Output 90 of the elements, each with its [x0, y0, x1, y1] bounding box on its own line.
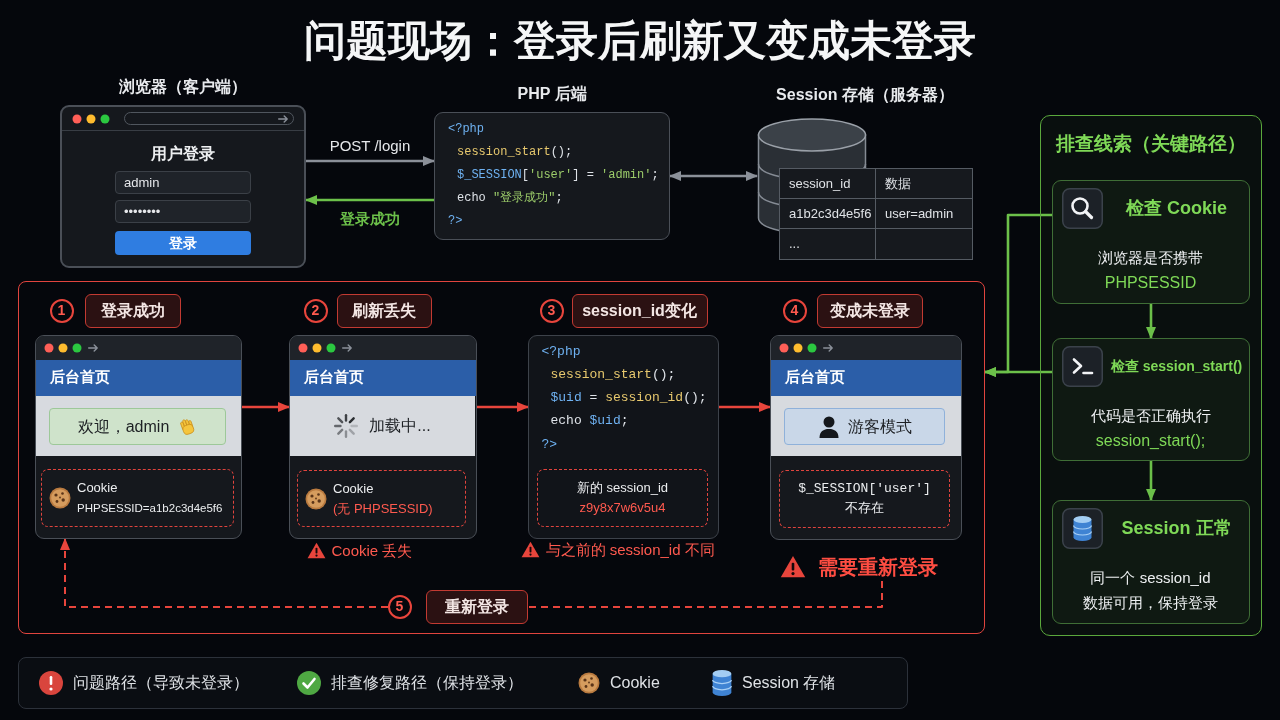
arrow [1146, 461, 1156, 501]
dashed-arrow [60, 538, 389, 608]
step-number: 5 [387, 594, 412, 619]
section-heading: PHP 后端 [517, 84, 587, 104]
section-heading: Session 存储（服务器） [776, 85, 954, 105]
dashed-line [527, 580, 883, 608]
code-line: echo $uid; [550, 412, 629, 431]
code-line: $uid = session_id(); [550, 389, 707, 408]
card-text: 浏览器是否携带 [1098, 247, 1203, 268]
loading-text: 加载中... [369, 415, 431, 436]
card-text: PHPSESSID [1104, 272, 1197, 293]
arrow [242, 402, 290, 412]
page-header: 后台首页 [289, 359, 476, 396]
table-cell: ... [780, 229, 876, 259]
table-cell: 数据 [876, 169, 972, 199]
side-panel [1040, 115, 1262, 636]
message-text: 欢迎，admin [77, 416, 170, 437]
step-number: 1 [49, 298, 74, 323]
note-text: Cookie [77, 479, 118, 497]
step-title: 重新登录 [425, 589, 528, 624]
page-header: 后台首页 [35, 359, 241, 396]
legend-text: 排查修复路径（保持登录） [331, 673, 523, 693]
code-line: <?php [541, 342, 581, 361]
arrow [669, 171, 758, 181]
card-text: 同一个 session_id [1090, 567, 1211, 588]
card-title: 检查 Cookie [1126, 196, 1227, 220]
card-text: session_start(); [1095, 430, 1206, 451]
code-window [527, 334, 719, 539]
note-text: 新的 session_id [576, 479, 668, 497]
welcome-message-box [49, 408, 226, 445]
legend-text: Session 存储 [742, 673, 836, 693]
code-line: ?> [541, 435, 558, 454]
legend-text: Cookie [610, 673, 660, 693]
warning-text: 与之前的 session_id 不同 [545, 539, 715, 560]
note-value: (无 PHPSESSID) [333, 499, 433, 518]
arrow [719, 402, 771, 412]
content-area [289, 395, 475, 456]
note-text: Cookie [333, 479, 374, 498]
code-line: session_start(); [550, 365, 676, 384]
card-text: 数据可用，保持登录 [1083, 592, 1218, 613]
code-line: echo "登录成功"; [457, 190, 563, 207]
table-cell: session_id [780, 169, 876, 199]
card-title: 检查 session_start() [1110, 356, 1243, 376]
diagram-title: 问题现场：登录后刷新又变成未登录 [304, 16, 976, 66]
note-text: $_SESSION['user'] 不存在 [797, 480, 932, 518]
check-card [1051, 499, 1250, 624]
dashed-note-box [779, 470, 950, 528]
warning-text: 需要重新登录 [817, 554, 938, 580]
code-line: <?php [448, 121, 484, 138]
step-title: 变成未登录 [816, 293, 923, 328]
username-field: admin [115, 171, 251, 194]
arrow [305, 195, 434, 205]
card-text: 代码是否正确执行 [1090, 405, 1211, 426]
step-number: 4 [782, 298, 807, 323]
card-title: Session 正常 [1121, 516, 1232, 540]
code-line: session_start(); [457, 144, 573, 161]
browser-window [288, 334, 477, 539]
arrow [1146, 304, 1156, 339]
arrow [477, 402, 529, 412]
check-card [1051, 337, 1250, 461]
panel-heading: 排查线索（关键路径） [1056, 132, 1246, 156]
message-text: 游客模式 [847, 416, 912, 437]
password-field: •••••••• [115, 200, 251, 223]
code-line: $_SESSION['user'] = 'admin'; [457, 167, 659, 184]
warning-text: Cookie 丢失 [331, 540, 413, 561]
section-heading: 浏览器（客户端） [119, 77, 247, 97]
arrow [984, 367, 1052, 377]
login-button: 登录 [115, 231, 251, 255]
step-title: 刷新丢失 [336, 293, 432, 328]
guest-mode-box [784, 408, 945, 445]
legend-text: 问题路径（导致未登录） [73, 673, 249, 693]
table-cell: a1b2c3d4e5f6 [780, 199, 876, 229]
step-title: session_id变化 [571, 293, 708, 328]
note-value: z9y8x7w6v5u4 [579, 499, 666, 517]
code-line: ?> [448, 213, 463, 230]
browser-window [769, 334, 962, 540]
table-cell: user=admin [876, 199, 972, 229]
arrow [306, 156, 435, 166]
browser-window [34, 334, 242, 539]
dashed-note-box [41, 469, 234, 527]
dashed-note-box [537, 469, 708, 527]
step-number: 2 [303, 298, 328, 323]
dashed-note-box [297, 470, 466, 527]
note-value: PHPSESSID=a1b2c3d4e5f6 [77, 501, 223, 516]
page-header: 后台首页 [770, 359, 961, 396]
form-title: 用户登录 [151, 144, 215, 164]
step-title: 登录成功 [84, 293, 181, 328]
flow-panel [18, 281, 985, 634]
step-number: 3 [539, 298, 564, 323]
check-card [1051, 179, 1250, 304]
